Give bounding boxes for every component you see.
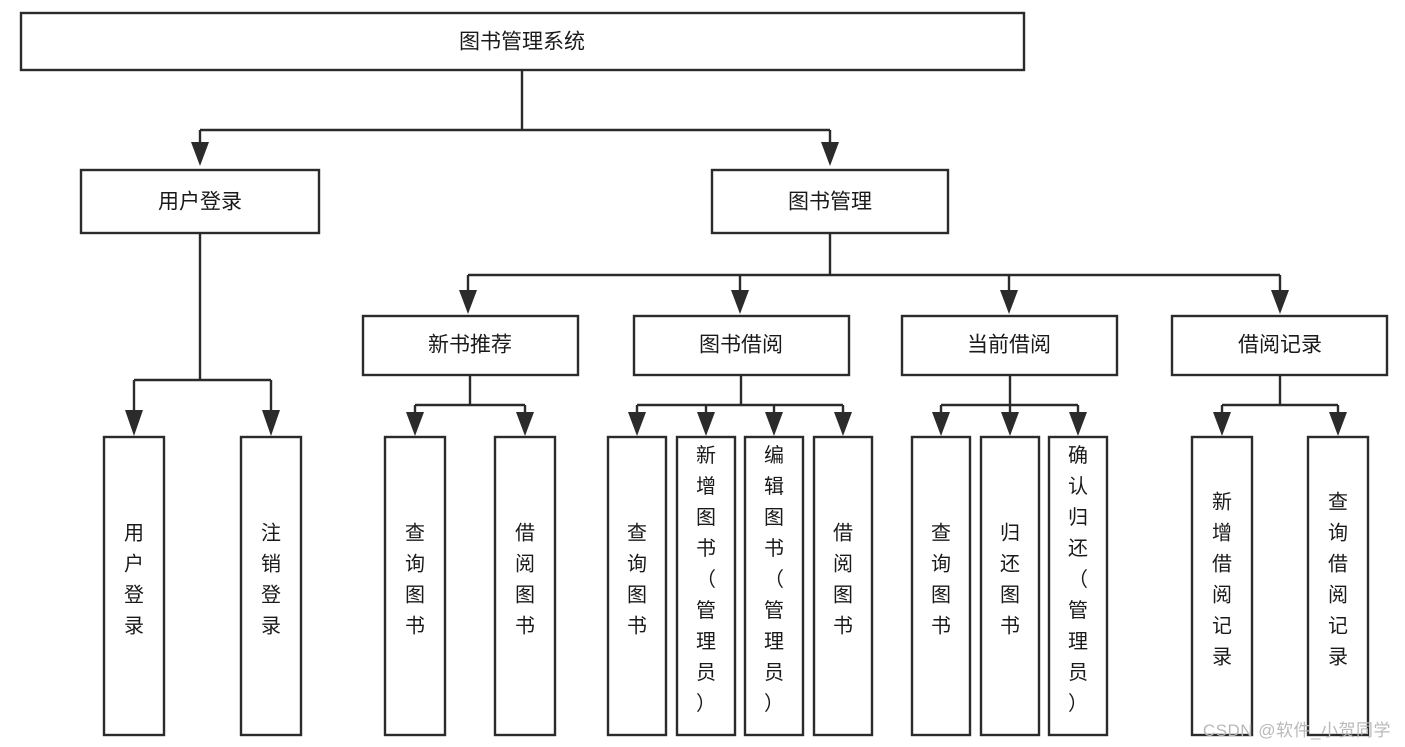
node-current-borrow-box[interactable] bbox=[900, 314, 1119, 377]
node-book-management[interactable]: 图书管理 bbox=[710, 168, 950, 235]
arrowhead-leaf-return-book bbox=[1001, 412, 1019, 436]
arrowhead-leaf-query-book-1 bbox=[406, 412, 424, 436]
node-root-label: 图书管理系统 bbox=[459, 31, 585, 54]
node-leaf-confirm-return-box[interactable] bbox=[1047, 435, 1109, 737]
node-leaf-user-login-label: 用户登录 bbox=[124, 523, 144, 638]
node-borrow-record-label: 借阅记录 bbox=[1238, 334, 1322, 357]
leaf-label-layer: 用户登录 注销登录 查询图书 借阅图书 查询图书 新增图书（管理员） 编辑图书（… bbox=[124, 444, 1348, 715]
node-leaf-query-book-1-box[interactable] bbox=[383, 435, 447, 737]
arrowhead-leaf-edit-book bbox=[765, 412, 783, 436]
node-leaf-add-record-label: 新增借阅记录 bbox=[1212, 491, 1232, 669]
arrowhead-leaf-query-book-3 bbox=[932, 412, 950, 436]
node-book-borrow-box[interactable] bbox=[632, 314, 851, 377]
node-leaf-logout-label: 注销登录 bbox=[261, 522, 281, 638]
node-book-management-label: 图书管理 bbox=[788, 191, 872, 214]
arrowhead-new-book-recommend bbox=[459, 290, 477, 314]
node-book-borrow-label: 图书借阅 bbox=[699, 334, 783, 357]
node-user-login-label: 用户登录 bbox=[158, 191, 242, 214]
node-current-borrow-label: 当前借阅 bbox=[967, 334, 1051, 357]
node-leaf-borrow-book-1-box[interactable] bbox=[493, 435, 557, 737]
node-leaf-user-login-box[interactable] bbox=[102, 435, 166, 737]
node-leaf-query-book-3-label: 查询图书 bbox=[931, 522, 951, 638]
arrowhead-leaf-add-record bbox=[1213, 412, 1231, 436]
arrowhead-leaf-query-book-2 bbox=[628, 412, 646, 436]
node-leaf-confirm-return-label: 确认归还（管理员） bbox=[1068, 444, 1088, 715]
csdn-watermark: CSDN @软件_小贺同学 bbox=[1202, 721, 1391, 740]
node-leaf-add-book-box[interactable] bbox=[675, 435, 737, 737]
arrowhead-leaf-query-record bbox=[1329, 412, 1347, 436]
arrowhead-user-login bbox=[191, 142, 209, 166]
node-leaf-logout-box[interactable] bbox=[239, 435, 303, 737]
arrowhead-current-borrow bbox=[1000, 290, 1018, 314]
node-leaf-return-book-label: 归还图书 bbox=[1000, 522, 1020, 638]
node-leaf-edit-book-box[interactable] bbox=[743, 435, 805, 737]
node-leaf-borrow-book-1-label: 借阅图书 bbox=[515, 522, 535, 638]
node-leaf-query-book-1-label: 查询图书 bbox=[405, 522, 425, 638]
node-borrow-record[interactable]: 借阅记录 bbox=[1170, 314, 1389, 377]
node-new-book-recommend-label: 新书推荐 bbox=[428, 334, 512, 357]
node-user-login[interactable]: 用户登录 bbox=[79, 168, 321, 235]
node-leaf-borrow-book-2-label: 借阅图书 bbox=[833, 522, 853, 638]
node-borrow-record-box[interactable] bbox=[1170, 314, 1389, 377]
node-leaf-add-book-label: 新增图书（管理员） bbox=[696, 444, 716, 715]
arrowhead-leaf-user-login bbox=[125, 410, 143, 436]
arrowhead-leaf-borrow-book-2 bbox=[834, 412, 852, 436]
node-book-borrow[interactable]: 图书借阅 bbox=[632, 314, 851, 377]
node-root[interactable]: 图书管理系统 bbox=[19, 11, 1026, 72]
node-leaf-query-book-2-label: 查询图书 bbox=[627, 522, 647, 638]
node-leaf-query-book-2-box[interactable] bbox=[606, 435, 668, 737]
leaf-layer bbox=[102, 435, 1370, 737]
arrowhead-book-management bbox=[821, 142, 839, 166]
node-leaf-query-record-box[interactable] bbox=[1306, 435, 1370, 737]
arrowhead-leaf-logout bbox=[262, 410, 280, 436]
arrowhead-leaf-add-book bbox=[697, 412, 715, 436]
node-new-book-recommend-box[interactable] bbox=[361, 314, 580, 377]
node-leaf-borrow-book-2-box[interactable] bbox=[812, 435, 874, 737]
node-root-box[interactable] bbox=[19, 11, 1026, 72]
node-current-borrow[interactable]: 当前借阅 bbox=[900, 314, 1119, 377]
node-leaf-add-record-box[interactable] bbox=[1190, 435, 1254, 737]
arrowhead-book-borrow bbox=[731, 290, 749, 314]
arrowhead-leaf-confirm-return bbox=[1069, 412, 1087, 436]
arrowhead-leaf-borrow-book-1 bbox=[516, 412, 534, 436]
node-leaf-return-book-box[interactable] bbox=[979, 435, 1041, 737]
node-leaf-edit-book-label: 编辑图书（管理员） bbox=[764, 444, 784, 715]
node-user-login-box[interactable] bbox=[79, 168, 321, 235]
arrowhead-borrow-record bbox=[1271, 290, 1289, 314]
node-new-book-recommend[interactable]: 新书推荐 bbox=[361, 314, 580, 377]
node-leaf-query-book-3-box[interactable] bbox=[910, 435, 972, 737]
connector-layer bbox=[125, 70, 1347, 436]
node-book-management-box[interactable] bbox=[710, 168, 950, 235]
node-leaf-query-record-label: 查询借阅记录 bbox=[1328, 491, 1348, 669]
